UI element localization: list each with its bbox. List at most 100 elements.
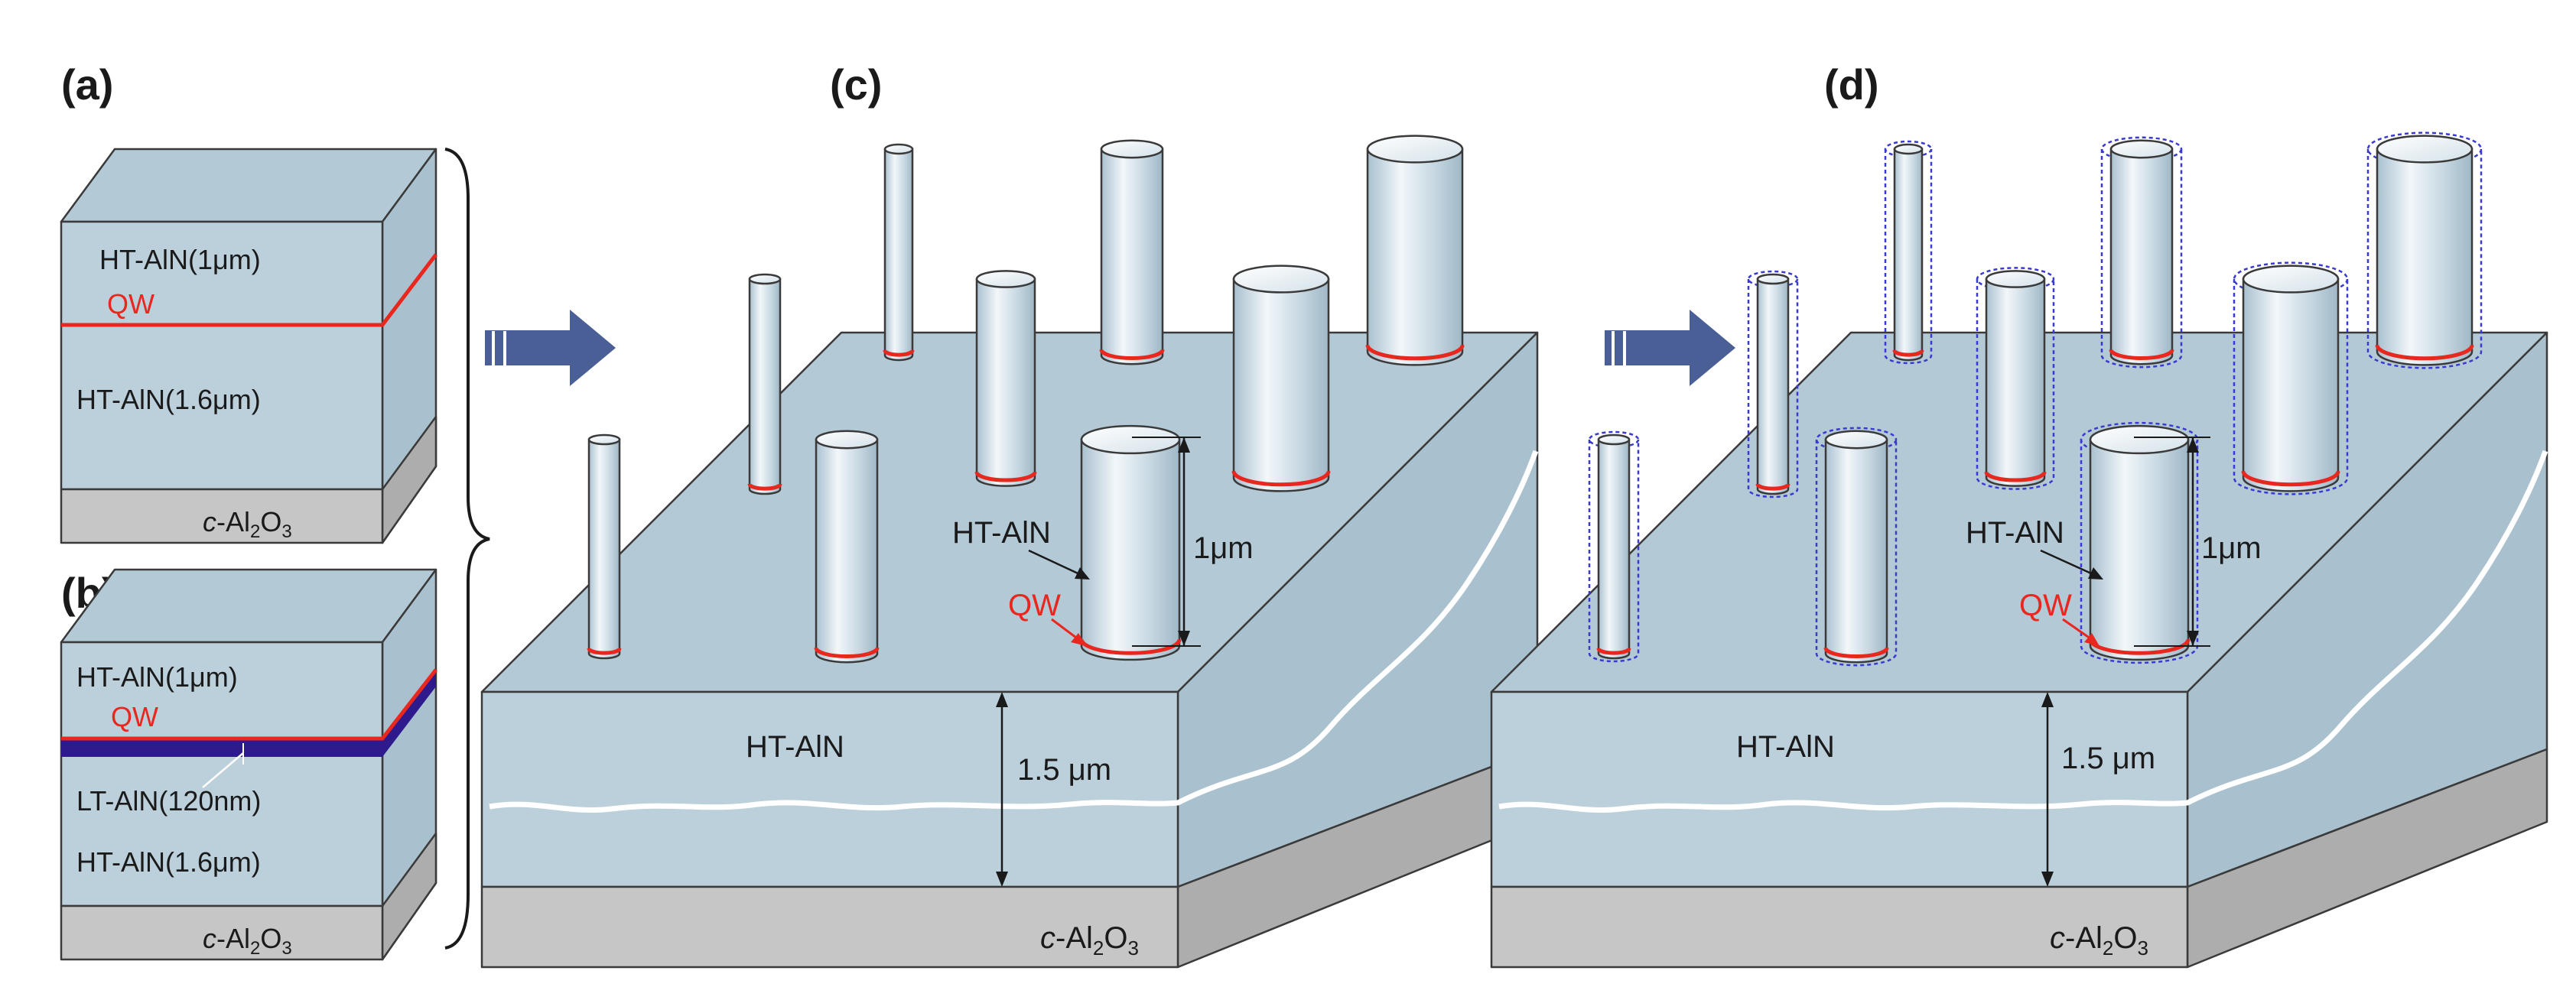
- pillar-5: [2233, 261, 2349, 495]
- pillar-top: [2242, 265, 2340, 294]
- slab-d-label: HT-AlN: [1736, 730, 1835, 764]
- pillar-body: [1232, 278, 1330, 492]
- block-b-qw-label: QW: [111, 701, 158, 732]
- pillar-qw-ring: [747, 483, 782, 491]
- block-b-substrate-label: c-Al2O3: [203, 923, 292, 959]
- arrow-body: [485, 310, 616, 386]
- substrate-sub-3: 3: [2137, 937, 2148, 959]
- substrate-sub-2: 2: [250, 521, 260, 542]
- pillar-top: [1100, 139, 1164, 159]
- arrowhead: [996, 692, 1008, 707]
- pillar-3: [747, 273, 782, 495]
- pillar-1: [2100, 136, 2183, 369]
- pillar-top: [883, 143, 914, 155]
- pillar-top: [748, 273, 782, 285]
- pillar-qw-ring: [2109, 349, 2174, 361]
- pillar-body: [1756, 278, 1790, 495]
- block-a-qw-line: [61, 253, 437, 327]
- pillar-top: [815, 430, 879, 450]
- block-b-bottom-layer-label: HT-AlN(1.6μm): [76, 846, 261, 878]
- pillar-qw-ring: [2241, 470, 2340, 487]
- slab-c-thickness-label: 1.5 μm: [1017, 753, 1111, 787]
- lt-layer-pointer: [202, 752, 244, 788]
- pillar-shell-top: [1884, 140, 1933, 158]
- pillar-6: [1588, 430, 1640, 663]
- pillar-body: [1366, 148, 1464, 366]
- substrate-o: O: [260, 506, 281, 537]
- pillar-qw-ring: [2375, 344, 2474, 361]
- block-b-substrate: [60, 904, 384, 961]
- slab-c-substrate-label: c-Al2O3: [1040, 921, 1139, 959]
- pillar-d-height-label: 1μm: [2201, 531, 2262, 565]
- pillar-shell-outline: [1976, 279, 2055, 490]
- pillar-4: [1976, 267, 2055, 490]
- pillar-body: [1080, 438, 1181, 661]
- arrowhead: [2041, 872, 2054, 887]
- panel-a: (a) HT-AlN(1μm) QW HT-AlN(1.6μm) c-Al2O3: [60, 60, 437, 544]
- panel-c-label: (c): [830, 60, 882, 109]
- pillars-d: [1588, 131, 2483, 667]
- slab-d-thickness-label: 1.5 μm: [2061, 742, 2155, 775]
- slab-c-substrate: [480, 885, 1179, 969]
- arrowhead: [996, 872, 1008, 887]
- pillar-qw-ring: [814, 647, 880, 659]
- arrowhead: [1178, 437, 1190, 453]
- substrate-c: c: [1040, 921, 1055, 955]
- pillar-3: [1747, 270, 1799, 498]
- pillar-8: [2080, 421, 2199, 664]
- pillar-shell-outline: [2080, 440, 2199, 664]
- pillar-8: [1079, 424, 1182, 661]
- arrow-body: [1605, 310, 1735, 386]
- pillar-top: [1597, 433, 1631, 446]
- pillar-body: [975, 278, 1036, 487]
- pillar-c-pointer: [1028, 549, 1087, 579]
- pillar-shell-top: [1747, 270, 1799, 288]
- pillar-5: [1231, 265, 1331, 492]
- panel-c: (c) HT-AlN 1.5 μm c-Al2O3 1μm HT-AlN: [480, 60, 1539, 969]
- arrowhead: [2084, 633, 2100, 646]
- slab-c-wavy-line: [489, 450, 1539, 813]
- pillar-qw-ring: [1365, 344, 1465, 361]
- panel-d: (d) HT-AlN 1.5 μm c-Al2O3 1μm HT-AlN QW: [1490, 60, 2548, 969]
- substrate-sub-2: 2: [250, 938, 260, 959]
- pillar-c-label: HT-AlN: [952, 516, 1051, 550]
- process-arrow-d: [1605, 310, 1735, 386]
- slab-d-substrate-label: c-Al2O3: [2050, 921, 2148, 959]
- pillar-body: [883, 148, 914, 362]
- block-b-lt-layer-label: LT-AlN(120nm): [76, 785, 261, 817]
- substrate-sub-3: 3: [281, 938, 291, 959]
- pillar-body: [1597, 438, 1631, 660]
- pillar-qw-ring: [1755, 483, 1791, 491]
- substrate-al: -Al: [216, 506, 250, 537]
- substrate-sub-3: 3: [1127, 937, 1138, 959]
- pillar-top: [1985, 270, 2046, 288]
- block-b-top-face: [60, 568, 437, 644]
- arrowhead: [2088, 567, 2103, 580]
- substrate-al: -Al: [216, 923, 250, 954]
- substrate-c: c: [203, 923, 216, 954]
- pillar-qw-ring: [587, 648, 622, 655]
- panel-b: (b) HT-AlN(1μm) QW LT-AlN(120nm) HT-AlN(…: [60, 568, 437, 961]
- pillar-2: [1365, 135, 1465, 366]
- arrowhead: [1178, 631, 1190, 646]
- pillar-qw-ring: [1823, 647, 1889, 659]
- substrate-o: O: [1104, 921, 1127, 955]
- block-a-top-layer-label: HT-AlN(1μm): [99, 244, 261, 275]
- pillar-body: [2089, 438, 2190, 661]
- pillar-top: [1232, 265, 1330, 294]
- pillar-top: [1080, 424, 1181, 455]
- slab-c-label: HT-AlN: [746, 730, 844, 764]
- pillar-top: [1824, 430, 1888, 450]
- pillar-qw-ring: [1099, 349, 1165, 361]
- pillars-c: [587, 135, 1465, 664]
- pillar-shell-top: [1588, 430, 1640, 449]
- pillar-shell-top: [2233, 261, 2349, 297]
- pillar-top: [2089, 424, 2190, 455]
- pillar-shell-top: [2366, 131, 2483, 167]
- pillar-qw-ring: [1231, 470, 1331, 487]
- pillar-qw-ring: [1892, 349, 1924, 357]
- block-a-front-face: [60, 220, 384, 491]
- slab-c-front-face: [480, 690, 1179, 888]
- substrate-c: c: [203, 506, 216, 537]
- pillar-top: [587, 433, 621, 446]
